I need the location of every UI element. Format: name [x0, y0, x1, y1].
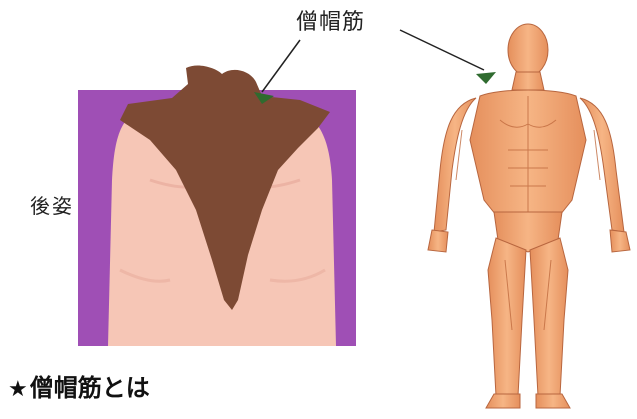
triangle-marker-icon: [476, 72, 496, 84]
back-view-illustration: [78, 66, 356, 346]
star-icon: ★: [8, 377, 28, 402]
pointer-line-back: [262, 40, 300, 92]
muscle-name-label: 僧帽筋: [296, 4, 365, 36]
section-heading-text: 僧帽筋とは: [30, 374, 150, 402]
back-view-label: 後姿: [30, 190, 74, 219]
section-heading: ★僧帽筋とは: [8, 368, 150, 403]
pointer-line-front: [400, 30, 484, 70]
front-muscle-figure: [428, 24, 630, 408]
